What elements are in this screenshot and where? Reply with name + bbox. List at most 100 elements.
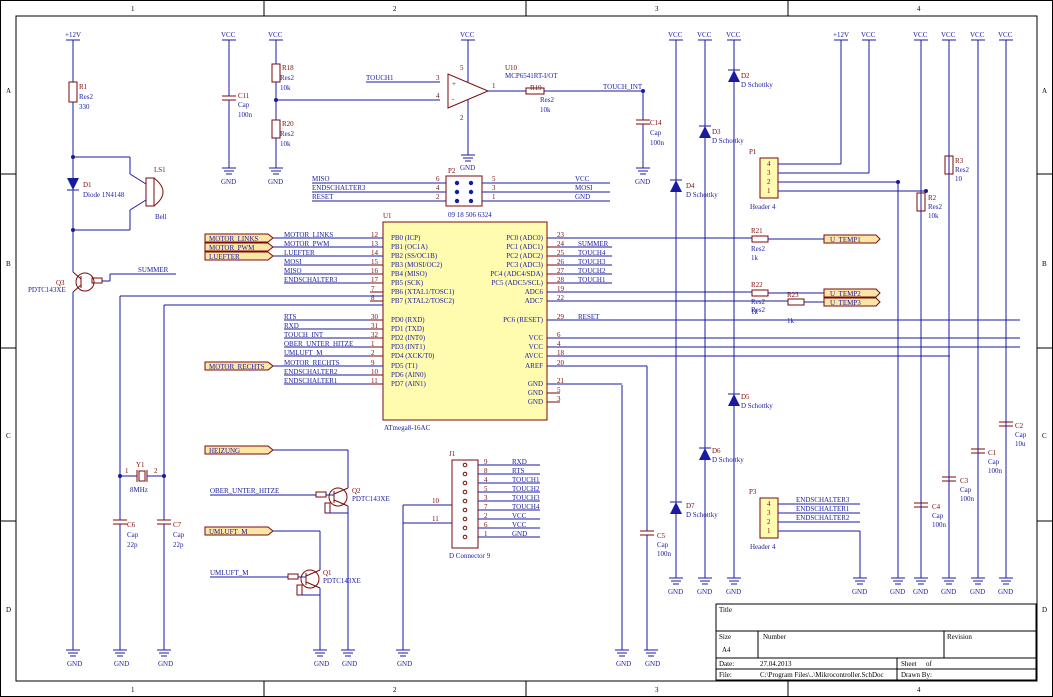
mcu-left-pin-name: PB4 (MISO) <box>391 270 428 278</box>
mcu-right-pin-name: GND <box>528 398 543 406</box>
svg-text:4: 4 <box>436 92 440 100</box>
gnd-label-6: GND <box>397 660 412 668</box>
j1-pin-11: 11 <box>432 515 439 523</box>
net-miso-p2: MISO <box>312 175 330 183</box>
d4-type: D Schottky <box>686 191 718 199</box>
p3-net-3: ENDSCHALTER2 <box>796 514 850 522</box>
mcu-right-pin-number: 22 <box>557 294 565 302</box>
mcu-left-pin-name: PB2 (SS/OC1B) <box>391 252 438 260</box>
d7-ref: D7 <box>686 502 695 510</box>
r23-type: Res2 <box>751 306 766 314</box>
r20-type: Res2 <box>280 130 295 138</box>
q2-type: PDTC143XE <box>352 495 390 503</box>
mcu-left-pin-net: ENDSCHALTER1 <box>284 377 338 385</box>
mcu-u1-body <box>382 221 548 421</box>
j1-pin-net: VCC <box>512 512 527 520</box>
mcu-left-pin-name: PB5 (SCK) <box>391 279 424 287</box>
frame-row-a-left: A <box>6 87 11 95</box>
bell-ls1-icon <box>145 177 155 207</box>
p2-type: 09 18 506 6324 <box>448 211 492 219</box>
u1-ref: U1 <box>383 212 392 220</box>
j1-contact <box>462 516 468 522</box>
j1-pin-number: 8 <box>484 467 488 475</box>
mcu-left-pin-name: PD2 (INT0) <box>391 334 426 342</box>
mcu-right-pin-number: 21 <box>557 377 565 385</box>
mcu-left-pin-number: 8 <box>371 294 375 302</box>
r20-value: 10k <box>280 140 291 148</box>
frame-col-4-top: 4 <box>917 5 921 13</box>
p1-ref: P1 <box>749 148 757 156</box>
mcu-right-pin-name: PC0 (ADC0) <box>506 234 543 242</box>
mcu-left-pin-net: ENDSCHALTER3 <box>284 276 338 284</box>
svg-text:2: 2 <box>460 114 464 122</box>
title-block-frame <box>715 603 1037 681</box>
c6-type: Cap <box>127 531 139 539</box>
j1-contact <box>462 462 468 468</box>
port-umluft-m <box>204 526 274 536</box>
gnd-d-1: GND <box>668 588 683 596</box>
mcu-right-pin-number: 26 <box>557 258 565 266</box>
frame-col-2-bottom: 2 <box>393 686 397 694</box>
r22-ref: R22 <box>751 281 763 289</box>
diode-d3-icon <box>699 126 711 138</box>
mcu-left-pin-number: 30 <box>371 313 379 321</box>
port-u-temp2 <box>823 288 881 298</box>
gnd-label-4: GND <box>314 660 329 668</box>
c2-ref: C2 <box>1015 422 1024 430</box>
j1-pin-number: 9 <box>484 458 488 466</box>
diode-d4-icon <box>670 180 682 192</box>
gnd-symbol-2: GND <box>113 649 129 668</box>
mcu-right-pin-name: ADC7 <box>525 297 544 305</box>
mcu-left-pin-number: 9 <box>371 359 375 367</box>
y1-value: 8MHz <box>130 486 148 494</box>
vcc-label-d: VCC <box>668 31 683 39</box>
c2-type: Cap <box>1015 431 1027 439</box>
mcu-left-pin-number: 32 <box>371 331 379 339</box>
mcu-left-pin-name: PD6 (AIN0) <box>391 371 426 379</box>
frame-col-3-top: 3 <box>655 5 659 13</box>
c4-ref: C4 <box>932 503 941 511</box>
mcu-left-pin-net: OBER_UNTER_HITZE <box>284 340 353 348</box>
mcu-left-pin-number: 15 <box>371 258 379 266</box>
diode-d1-icon <box>67 178 79 190</box>
p1-type: Header 4 <box>750 203 776 211</box>
ls1-ref: LS1 <box>154 166 166 174</box>
transistor-q3-icon <box>75 272 95 292</box>
frame-row-c-right: C <box>1042 432 1047 440</box>
r18-value: 10k <box>280 84 291 92</box>
right-side-circuit: VCC VCC VCC D2 D Schottky D3 D Schottky … <box>547 31 1027 650</box>
diode-d7-icon <box>670 502 682 514</box>
c1-ref: C1 <box>988 449 997 457</box>
c3-type: Cap <box>960 486 972 494</box>
frame-row-b-left: B <box>6 260 11 268</box>
d6-ref: D6 <box>712 447 721 455</box>
mcu-right-pin-net: TOUCH2 <box>578 267 606 275</box>
c7-ref: C7 <box>173 521 182 529</box>
c6-value: 22p <box>127 541 138 549</box>
p2-pin-2: 2 <box>436 193 440 201</box>
p2-pin-1: 1 <box>492 193 496 201</box>
p1-pin-4: 4 <box>767 160 771 168</box>
frame-row-a-right: A <box>1042 87 1047 95</box>
frame-row-d-left: D <box>6 606 11 614</box>
mcu-right-pin-number: 27 <box>557 267 565 275</box>
mcu-right-pin-net: RESET <box>578 313 600 321</box>
power-vcc-u10: VCC <box>460 31 475 39</box>
frame-col-1-top: 1 <box>131 5 135 13</box>
mcu-right-pin-name: VCC <box>529 343 544 351</box>
j1-contact <box>462 525 468 531</box>
d5-ref: D5 <box>741 393 750 401</box>
port-umluft-m-label: UMLUFT_M <box>209 528 248 536</box>
diode-d5-icon <box>728 394 740 406</box>
mcu-left-pin-number: 11 <box>371 377 378 385</box>
q3-ref: Q3 <box>56 279 65 287</box>
gnd-r20: GND <box>268 178 283 186</box>
svg-text:2: 2 <box>154 467 158 475</box>
date-label: Date: <box>719 660 734 668</box>
mcu-left-pin-net: RXD <box>284 322 299 330</box>
j1-pin-net: GND <box>512 530 527 538</box>
